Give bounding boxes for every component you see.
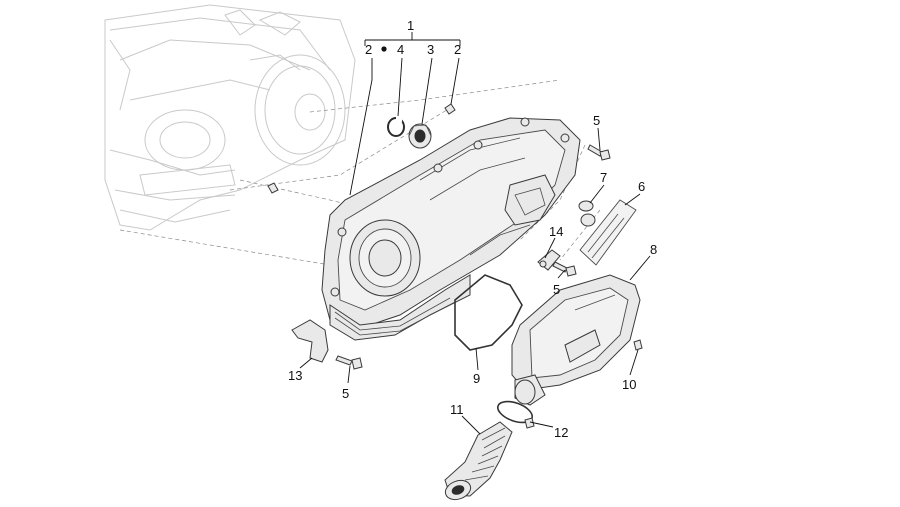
callout-12: 12	[554, 425, 568, 440]
screw-5-top	[587, 144, 611, 161]
callout-2-left: 2	[365, 42, 372, 57]
callout-4: 4	[397, 42, 404, 57]
callout-labels: 1 2 4 3 2 5 7 6 14 5 8 13 5 9 10 11 12	[288, 18, 657, 440]
callout-2-right: 2	[454, 42, 461, 57]
callout-5-mid: 5	[553, 282, 560, 297]
dowel-pin-2-left	[267, 182, 279, 194]
hose-clamp-12	[497, 400, 535, 429]
air-duct-cover-8	[511, 274, 641, 406]
bearing-3	[408, 123, 432, 149]
screw-10	[633, 339, 643, 351]
dowel-pin-2-top	[444, 103, 456, 115]
callout-10: 10	[622, 377, 636, 392]
engine-background-ghost	[104, 4, 356, 231]
callout-6: 6	[638, 179, 645, 194]
callout-7: 7	[600, 170, 607, 185]
screw-5-mid	[552, 261, 577, 277]
group-bracket-1	[364, 32, 461, 46]
callout-5-top: 5	[593, 113, 600, 128]
callout-3: 3	[427, 42, 434, 57]
leader-lines	[299, 46, 651, 435]
transmission-cover	[321, 117, 581, 341]
screw-5-bottom	[335, 355, 363, 370]
callout-13: 13	[288, 368, 302, 383]
callout-8: 8	[650, 242, 657, 257]
callout-14: 14	[549, 224, 563, 239]
gasket-9	[454, 274, 523, 351]
washer-7	[578, 200, 596, 227]
intake-hose-11	[444, 421, 513, 501]
callout-5-bottom: 5	[342, 386, 349, 401]
callout-11: 11	[450, 402, 464, 417]
callout-9: 9	[473, 371, 480, 386]
circlip-4	[387, 116, 405, 137]
bracket-13	[291, 319, 329, 363]
badge-plate-6	[579, 199, 637, 266]
callout-1: 1	[407, 18, 414, 33]
